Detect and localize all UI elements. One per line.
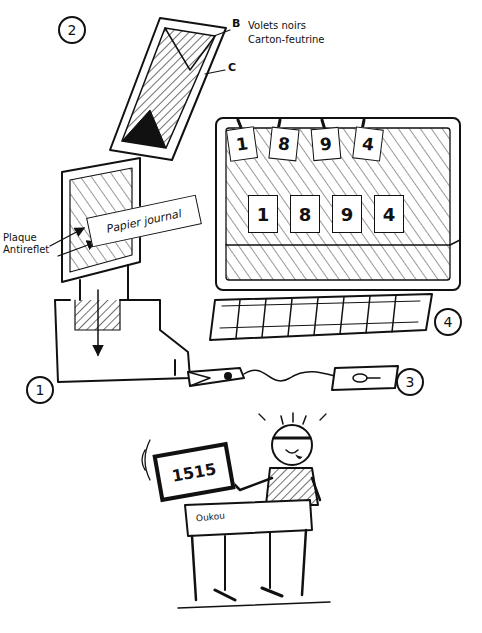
number-card: 1 (226, 126, 258, 162)
part-name: Plaque Antireflet (3, 232, 49, 255)
number-card: 9 (311, 127, 342, 161)
number-card: 4 (352, 126, 384, 161)
callout-number: 2 (62, 21, 82, 39)
number-card: 8 (290, 195, 320, 233)
number-card: 8 (268, 127, 299, 162)
part-name: Volets noirs (248, 20, 306, 32)
slate-board: 1515 (152, 442, 235, 502)
node-text: 1 (235, 133, 250, 154)
node-text: 1515 (170, 459, 217, 485)
node-text: 4 (361, 133, 375, 154)
number-card: 4 (374, 195, 404, 233)
node-text: 4 (383, 204, 396, 225)
node-text: 8 (277, 133, 291, 154)
part-name: Carton-feutrine (248, 34, 325, 46)
callout-number: 4 (438, 313, 458, 331)
part-letter: C (228, 62, 236, 75)
callout-number: 3 (400, 373, 420, 391)
node-text: Papier journal (105, 207, 182, 236)
number-card: 9 (332, 195, 362, 233)
node-text: 9 (341, 204, 354, 225)
node-text: 9 (319, 134, 333, 155)
node-text: 8 (299, 204, 312, 225)
number-card: 1 (248, 195, 278, 233)
node-text: 1 (257, 204, 270, 225)
callout-number: 1 (30, 381, 50, 399)
part-letter: B (232, 18, 240, 31)
